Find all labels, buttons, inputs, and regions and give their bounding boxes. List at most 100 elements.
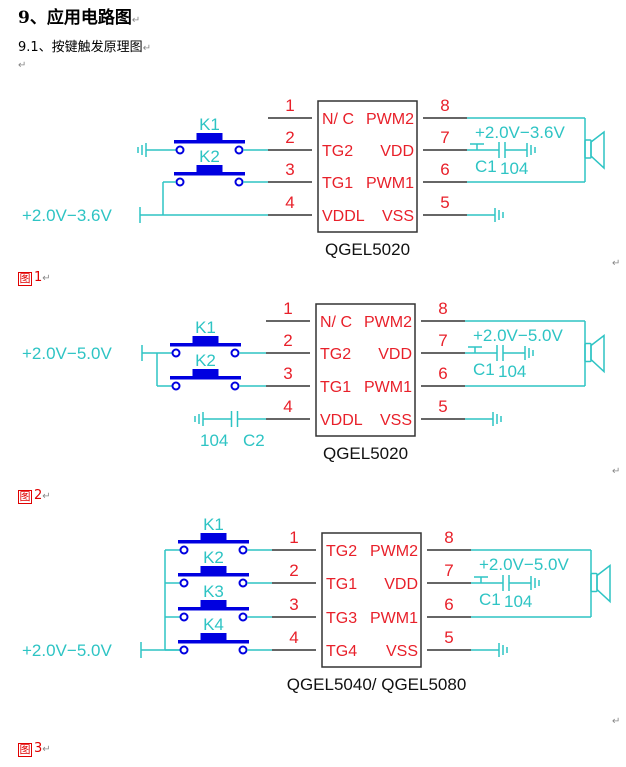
pin-name: TG2 [322,143,353,160]
vdd-supply-label: +2.0V−3.6V [475,123,565,142]
pin-number: 5 [438,397,447,416]
pin-name: PWM2 [370,543,418,560]
push-switch: K1 [170,318,241,358]
subsection-heading: 9.1、按键触发原理图↵ [18,40,152,55]
pin-name: TG3 [326,610,357,627]
pin-number: 3 [285,160,294,179]
pin-number: 4 [285,193,294,212]
capacitor-value: 104 [500,159,528,178]
capacitor-name: C1 [473,360,495,379]
switch-contact [179,545,189,555]
circuit-figure-1: 1N/ C8PWM22TG27VDD3TG16PWM14VDDL5VSSQGEL… [22,96,605,259]
ground-icon [194,412,204,426]
capacitor-value: 104 [200,431,228,450]
pin-name: TG1 [320,379,351,396]
pin-number: 6 [440,160,449,179]
ground-icon [494,208,504,222]
pin-number: 8 [438,299,447,318]
capacitor-value: 104 [498,362,526,381]
push-switch: K2 [178,548,249,588]
pin-name: PWM1 [370,610,418,627]
supply-label: +2.0V−3.6V [22,206,112,225]
pin-name: TG4 [326,643,357,660]
switch-bar [178,607,249,611]
switch-contact [179,578,189,588]
switch-contact [171,381,181,391]
switch-bar [178,573,249,577]
capacitor-name: C2 [243,431,265,450]
pin-name: VDD [384,576,418,593]
switch-label: K1 [199,115,220,134]
supply-label: +2.0V−5.0V [22,344,112,363]
pin-name: VDDL [320,412,363,429]
switch-label: K1 [203,515,224,534]
pin-number: 7 [444,561,453,580]
switch-bar [178,640,249,644]
capacitor-icon [203,411,266,427]
capacitor-name: C1 [475,157,497,176]
pin-number: 3 [283,364,292,383]
pin-number: 6 [444,595,453,614]
vdd-supply-label: +2.0V−5.0V [479,555,569,574]
pin-name: N/ C [322,111,354,128]
figure-tag: 图 [18,490,32,504]
ground-icon [492,412,502,426]
switch-contact [238,578,248,588]
switch-bar [178,540,249,544]
ic-part-number: QGEL5040/ QGEL5080 [287,675,467,694]
switch-contact [175,145,185,155]
pin-name: VDD [380,143,414,160]
pin-name: VDD [378,346,412,363]
switch-label: K3 [203,582,224,601]
capacitor-icon [475,345,525,361]
capacitor-value: 104 [504,592,532,611]
switch-contact [230,348,240,358]
pin-name: VSS [382,208,414,225]
pin-number: 6 [438,364,447,383]
section-heading: 9、应用电路图↵ [18,8,141,28]
pin-name: VDDL [322,208,365,225]
switch-label: K2 [195,351,216,370]
ic-part-number: QGEL5020 [323,444,408,463]
switch-bar [170,376,241,380]
speaker-icon [584,130,605,170]
pin-number: 5 [444,628,453,647]
pin-name: PWM1 [366,175,414,192]
switch-bar [174,172,245,176]
speaker-body [584,342,592,363]
switch-bar [170,343,241,347]
pin-name: PWM2 [364,314,412,331]
push-switch: K3 [178,582,249,622]
switch-contact [179,645,189,655]
switch-label: K2 [199,147,220,166]
switch-contact [171,348,181,358]
pin-number: 7 [438,331,447,350]
pin-name: VSS [386,643,418,660]
switch-contact [238,612,248,622]
switch-contact [234,177,244,187]
ic-chip-body [315,303,416,437]
pin-number: 2 [283,331,292,350]
paragraph-mark: ↵ [612,716,621,727]
push-switch: K2 [170,351,241,391]
ground-icon [530,576,540,590]
ground-icon [137,143,147,157]
pin-number: 8 [444,528,453,547]
vdd-supply-label: +2.0V−5.0V [473,326,563,345]
switch-button [192,336,219,344]
switch-button [196,165,223,173]
pin-number: 1 [289,528,298,547]
capacitor-icon [477,142,527,158]
empty-paragraph-mark: ↵ [18,60,27,71]
push-switch: K2 [174,147,245,187]
push-switch: K1 [174,115,245,155]
switch-label: K4 [203,615,224,634]
capacitor-icon [481,575,531,591]
pin-number: 1 [283,299,292,318]
speaker-cone [590,130,605,170]
speaker-icon [584,333,605,374]
